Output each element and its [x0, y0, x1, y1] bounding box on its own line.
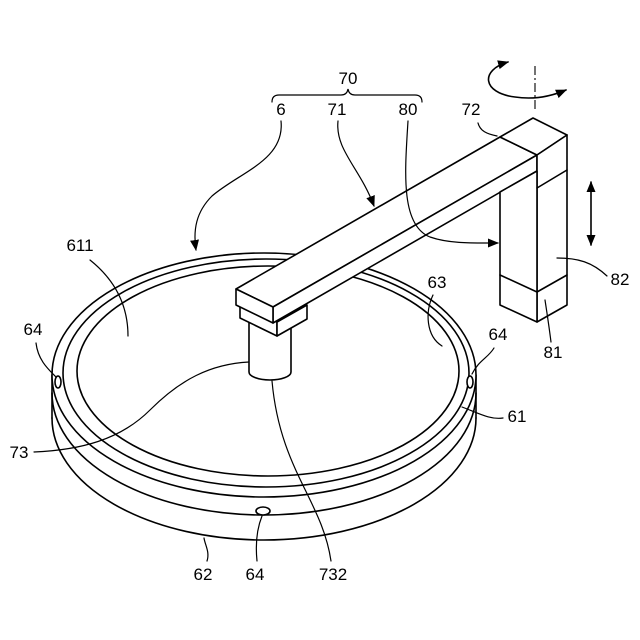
- label-64-right: 64: [489, 325, 508, 344]
- hole-64-left: [55, 376, 61, 388]
- leader-62: [204, 538, 208, 561]
- label-81: 81: [544, 343, 563, 362]
- rotation-arrow-icon: [489, 62, 566, 112]
- leader-72: [478, 123, 497, 136]
- label-732: 732: [319, 565, 347, 584]
- column-right-face: [537, 135, 567, 322]
- label-72: 72: [462, 100, 481, 119]
- label-73: 73: [10, 443, 29, 462]
- label-62: 62: [194, 565, 213, 584]
- label-611: 611: [66, 236, 93, 255]
- label-80: 80: [399, 100, 418, 119]
- label-71: 71: [328, 100, 347, 119]
- label-70: 70: [339, 69, 358, 88]
- rotation-arrow-path: [489, 62, 566, 98]
- leader-71: [338, 121, 374, 206]
- column-left-face: [500, 171, 537, 322]
- label-82: 82: [611, 270, 630, 289]
- label-64-left: 64: [24, 320, 43, 339]
- label-63: 63: [428, 273, 447, 292]
- label-61: 61: [508, 407, 527, 426]
- hole-64-bottom: [256, 507, 270, 515]
- label-6: 6: [276, 100, 285, 119]
- leader-64-bottom: [256, 516, 262, 561]
- hole-64-right: [467, 376, 473, 388]
- label-64-bottom: 64: [246, 565, 265, 584]
- leader-6: [195, 121, 281, 250]
